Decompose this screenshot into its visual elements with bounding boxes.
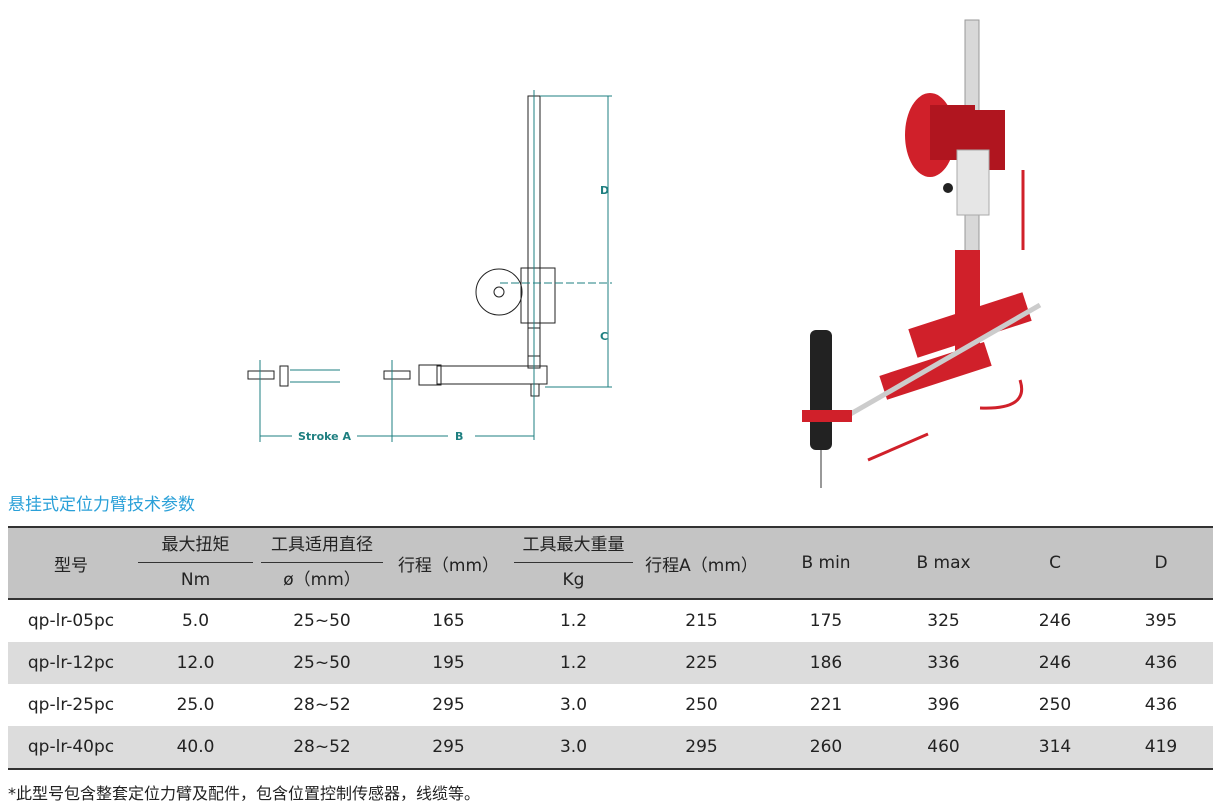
table-cell: 436 [1144, 695, 1178, 715]
table-header-row: 型号 最大扭矩 Nm 工具适用直径 ø（mm） 行程（mm） 工具最大重量 Kg 行程… [8, 527, 1213, 599]
table-cell: 250 [1038, 695, 1072, 715]
table-cell: 25.0 [176, 695, 215, 715]
table-cell: 221 [809, 695, 843, 715]
col-header-stroke: 行程（mm） [397, 555, 500, 576]
col-header-model: 型号 [54, 555, 88, 576]
table-cell: 395 [1144, 611, 1178, 631]
extended-arm-ghost [247, 370, 275, 380]
dim-label-c: C [600, 330, 608, 343]
table-cell: qp-lr-40pc [27, 737, 115, 757]
table-cell: 325 [927, 611, 960, 631]
table-cell: 3.0 [559, 737, 588, 757]
table-cell: 195 [432, 653, 465, 673]
table-cell: 246 [1038, 611, 1072, 631]
col-header-stroke-a: 行程A（mm） [645, 555, 758, 576]
table-cell: 246 [1038, 653, 1072, 673]
col-header-torque: 最大扭矩 Nm [134, 527, 257, 599]
screwdriver-icon [810, 330, 832, 450]
spec-table: 型号 最大扭矩 Nm 工具适用直径 ø（mm） 行程（mm） 工具最大重量 Kg 行程… [8, 526, 1213, 770]
dim-label-b: B [455, 430, 463, 443]
col-header-b-max: B max [916, 553, 971, 573]
table-cell: 25~50 [293, 653, 351, 673]
header-unit: ø（mm） [283, 570, 361, 590]
table-cell: 165 [432, 611, 465, 631]
table-cell: 5.0 [181, 611, 210, 631]
table-row: qp-lr-05pc 5.0 25~50 165 1.2 215 175 325 246 395 [8, 599, 1213, 642]
horizontal-arm [436, 365, 548, 385]
table-cell: 314 [1038, 737, 1072, 757]
header-label: 工具最大重量 [514, 528, 633, 563]
footnote: *此型号包含整套定位力臂及配件，包含位置控制传感器，线缆等。 [8, 784, 481, 802]
header-label: 工具适用直径 [261, 528, 383, 563]
header-label: 最大扭矩 [138, 528, 253, 563]
table-cell: 28~52 [293, 695, 351, 715]
table-cell: 295 [432, 695, 465, 715]
table-cell: 396 [927, 695, 960, 715]
dim-label-stroke-a: Stroke A [298, 430, 351, 443]
col-header-diameter: 工具适用直径 ø（mm） [257, 527, 387, 599]
col-header-c: C [1049, 553, 1061, 573]
table-cell: qp-lr-25pc [27, 695, 115, 715]
table-cell: 436 [1144, 653, 1178, 673]
table-cell: 460 [927, 737, 960, 757]
table-cell: 250 [685, 695, 718, 715]
horizontal-arrow-icon [867, 432, 929, 462]
table-cell: 25~50 [293, 611, 351, 631]
table-cell: 295 [685, 737, 718, 757]
dim-label-d: D [600, 184, 609, 197]
table-row: qp-lr-40pc 40.0 28~52 295 3.0 295 260 460 314 419 [8, 726, 1213, 769]
col-header-d: D [1154, 553, 1168, 573]
product-render [802, 19, 1042, 488]
table-cell: 186 [809, 653, 843, 673]
balancer-drum [475, 268, 523, 316]
table-cell: 225 [685, 653, 718, 673]
table-cell: 1.2 [559, 611, 588, 631]
table-cell: qp-lr-05pc [27, 611, 115, 631]
col-header-weight: 工具最大重量 Kg [510, 527, 637, 599]
table-cell: 1.2 [559, 653, 588, 673]
table-cell: 336 [927, 653, 960, 673]
table-row: qp-lr-12pc 12.0 25~50 195 1.2 225 186 336 246 436 [8, 642, 1213, 684]
table-cell: 40.0 [176, 737, 215, 757]
table-row: qp-lr-25pc 25.0 28~52 295 3.0 250 221 396 250 436 [8, 684, 1213, 726]
col-header-b-min: B min [801, 553, 851, 573]
table-cell: 3.0 [559, 695, 588, 715]
dimension-drawing: D C Stroke A B [247, 90, 612, 443]
table-cell: 28~52 [293, 737, 351, 757]
table-cell: 215 [685, 611, 718, 631]
table-cell: qp-lr-12pc [27, 653, 115, 673]
table-cell: 175 [809, 611, 843, 631]
section-title: 悬挂式定位力臂技术参数 [8, 495, 195, 515]
rotation-arrow-icon [979, 379, 1023, 410]
table-cell: 12.0 [176, 653, 215, 673]
header-unit: Nm [180, 570, 211, 590]
table-cell: 260 [809, 737, 843, 757]
table-cell: 419 [1144, 737, 1178, 757]
header-unit: Kg [562, 570, 585, 590]
table-cell: 295 [432, 737, 465, 757]
